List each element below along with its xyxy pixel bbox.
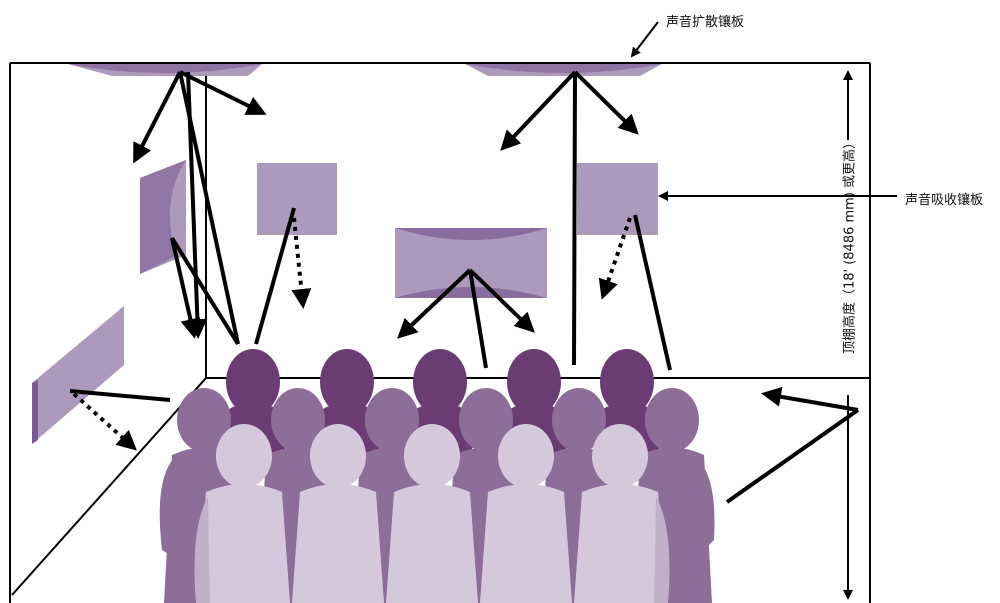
sound-rays	[69, 70, 860, 504]
absorber-panel-right	[577, 163, 658, 235]
audience-back-row	[220, 349, 660, 465]
ceiling-diffuser-left	[68, 64, 262, 76]
diffuser-panel-label: 声音扩散镶板	[666, 15, 745, 30]
audience	[159, 349, 715, 603]
ceiling-diffuser-right	[465, 64, 662, 76]
absorber-panel-left	[257, 163, 337, 235]
wall-diffuser-left	[140, 160, 186, 274]
absorbed-rays	[72, 217, 632, 451]
absorber-panel-label: 声音吸收镶板	[905, 193, 984, 208]
ceiling-height-label: 顶棚高度（18' (8486 mm) 或更高）	[842, 135, 858, 355]
callout-lines	[630, 21, 897, 201]
audience-front-row	[194, 424, 670, 603]
absorber-panel-side	[32, 306, 124, 444]
